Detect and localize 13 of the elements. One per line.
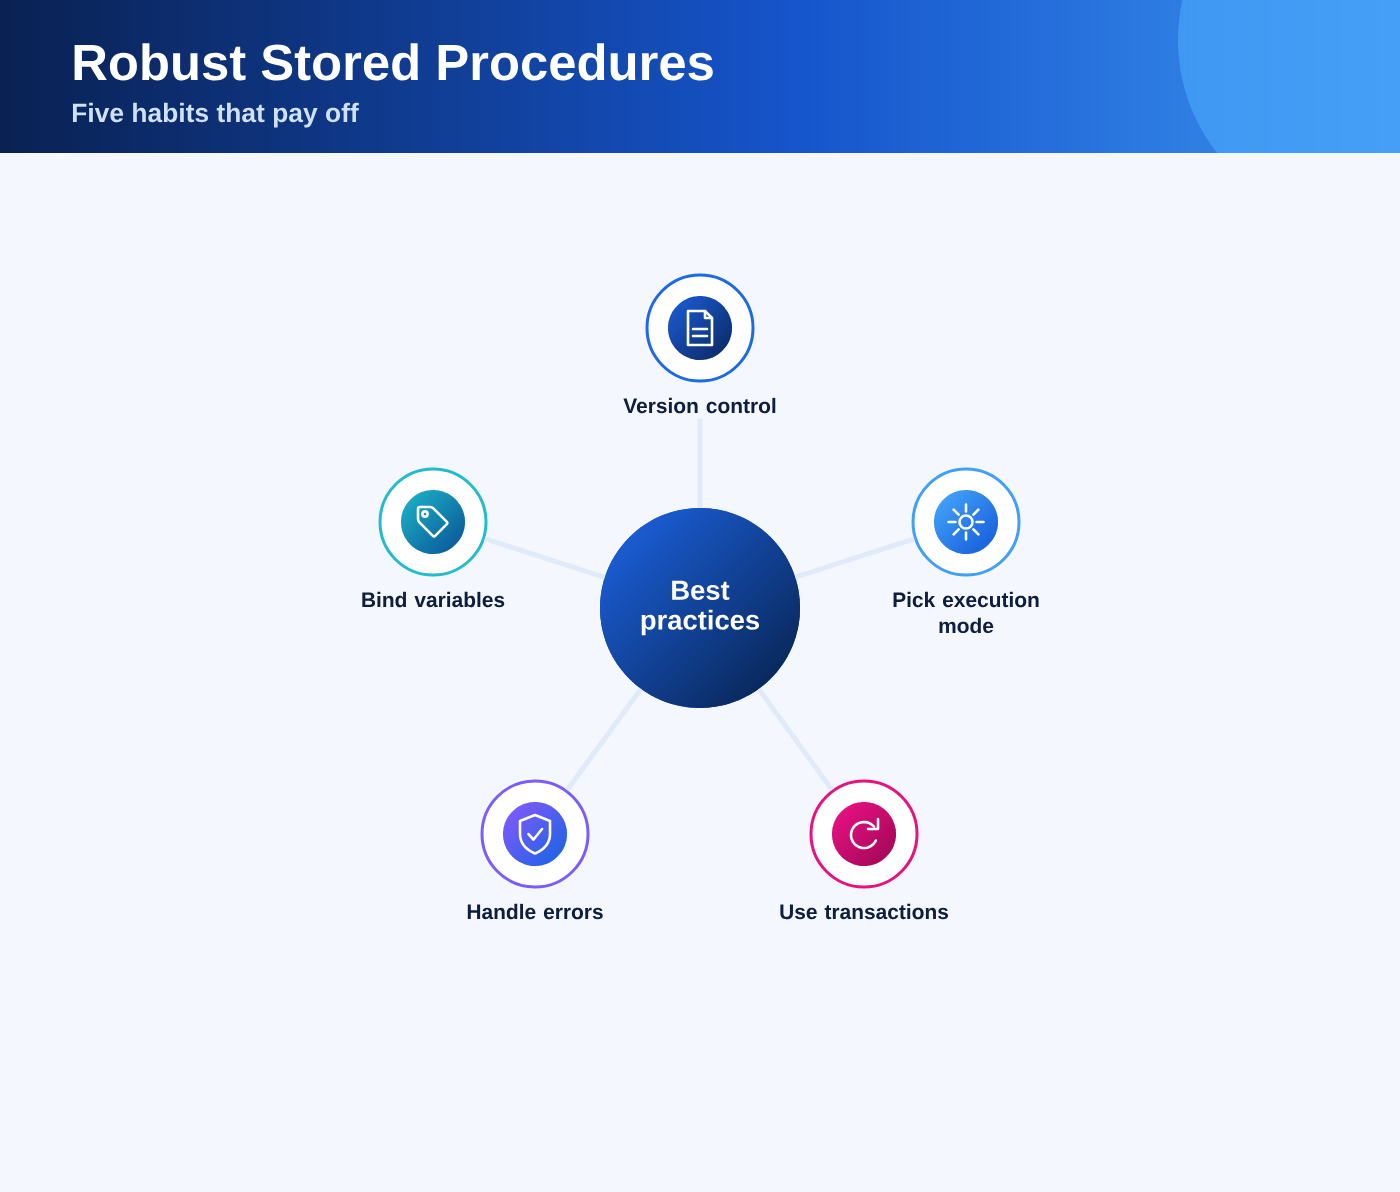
connector-line [565, 687, 643, 792]
node-label: Handle errors [467, 903, 603, 920]
node-label: Version control [623, 397, 776, 414]
hub-label: Best practices [641, 580, 760, 636]
connector-line [756, 687, 835, 792]
node-label: Pick execution mode [893, 591, 1039, 634]
node-label: Use transactions [780, 903, 948, 920]
subtitle: Five habits that pay off [72, 102, 359, 128]
connector-line [794, 536, 915, 580]
connector-line [484, 536, 606, 580]
node-label: Bind variables [362, 591, 505, 608]
title: Robust Stored Procedures [74, 43, 713, 81]
connector-line [697, 418, 703, 508]
